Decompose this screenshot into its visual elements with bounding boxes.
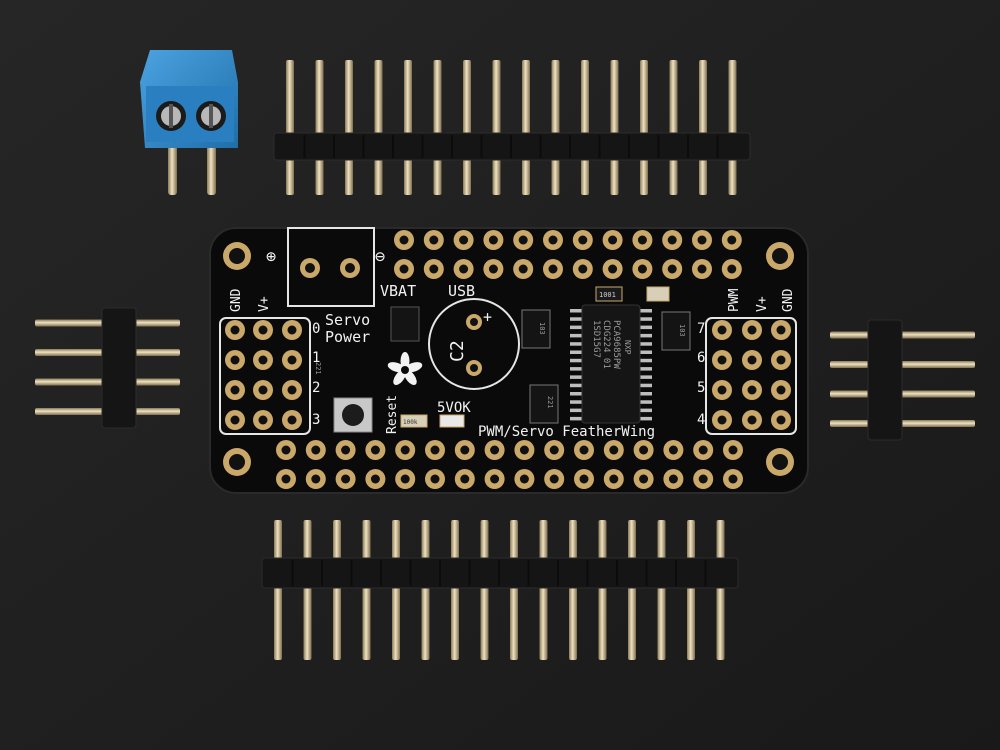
smd-marking-1: 1001 — [599, 291, 616, 299]
resistor-d-marking: 221 — [314, 362, 322, 375]
vplus-right-label: V+ — [755, 296, 770, 312]
resistor-c-marking: 221 — [546, 396, 554, 409]
chip-logo: NXP — [623, 340, 632, 355]
resistor-b-marking: 103 — [678, 324, 686, 337]
ch2-label: 2 — [312, 380, 320, 396]
servo-label: Servo — [325, 311, 370, 329]
pin-header-right — [830, 319, 975, 441]
c2-label: C2 — [447, 340, 468, 362]
chip-marking-1: PCA9685PW — [611, 320, 621, 369]
resistor-a-marking: 103 — [538, 322, 546, 335]
smd-marking-2: 100k — [403, 419, 418, 426]
c2-plus-label: + — [483, 308, 492, 326]
ch4-label: 4 — [697, 412, 705, 428]
ch0-label: 0 — [312, 321, 320, 337]
chip-marking-3: 1SD15G7 — [591, 320, 601, 358]
ch7-label: 7 — [697, 321, 705, 337]
ch5-label: 5 — [697, 380, 705, 396]
gnd-right-label: GND — [781, 288, 796, 312]
usb-label: USB — [448, 282, 475, 300]
vplus-left-label: V+ — [257, 296, 272, 312]
minus-symbol: ⊖ — [375, 247, 385, 267]
ch6-label: 6 — [697, 350, 705, 366]
board-title: PWM/Servo FeatherWing — [478, 424, 655, 440]
pwm-label: PWM — [727, 288, 742, 312]
power-label: Power — [325, 328, 370, 346]
terminal-block — [140, 50, 238, 195]
pin-header-bottom — [261, 520, 739, 660]
pcb-board: ⊕ ⊖ GND V+ Servo Power VBAT USB C2 + 0 1… — [209, 227, 809, 494]
led-label: 5VOK — [437, 400, 471, 416]
ch1-label: 1 — [312, 350, 320, 366]
plus-symbol: ⊕ — [266, 247, 276, 267]
pin-header-left — [35, 307, 180, 429]
vbat-label: VBAT — [380, 282, 416, 300]
adafruit-logo — [387, 352, 423, 386]
pca9685-chip — [570, 304, 652, 424]
ch3-label: 3 — [312, 412, 320, 428]
gnd-left-label: GND — [229, 288, 244, 312]
chip-marking-2: CDG224 01 — [601, 320, 611, 369]
reset-label: Reset — [385, 395, 400, 434]
pin-header-top — [273, 60, 751, 195]
